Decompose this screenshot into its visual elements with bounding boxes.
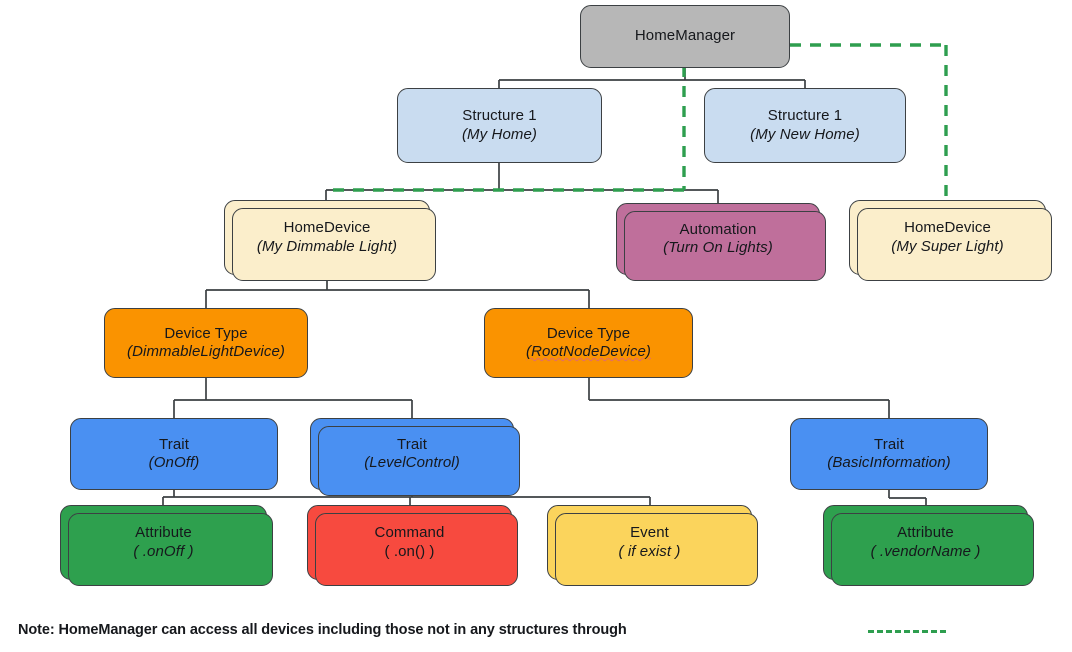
node-device-type-2[interactable]: Device Type(RootNodeDevice) (484, 308, 693, 378)
node-home-device-2[interactable]: HomeDevice(My Super Light) (849, 200, 1052, 281)
node-device-type-1-label: (DimmableLightDevice) (127, 343, 285, 360)
node-home-device-2-label: (My Super Light) (891, 237, 1004, 255)
node-trait-level-type: Trait (397, 435, 427, 453)
edge-structure1-children (325, 163, 719, 203)
node-device-type-1[interactable]: Device Type(DimmableLightDevice) (104, 308, 308, 378)
green-dashed-line-legend-icon (868, 630, 946, 633)
edge-homemanager-structures (498, 68, 806, 88)
node-trait-level[interactable]: Trait(LevelControl) (310, 418, 520, 496)
node-trait-basic[interactable]: Trait(BasicInformation) (790, 418, 988, 490)
node-trait-level-label: (LevelControl) (364, 454, 460, 471)
node-trait-onoff-type: Trait (159, 435, 189, 453)
node-automation-1[interactable]: Automation(Turn On Lights) (616, 203, 826, 281)
node-trait-basic-type: Trait (874, 435, 904, 453)
node-device-type-2-type: Device Type (546, 324, 631, 342)
node-home-manager-type: HomeManager (634, 27, 736, 45)
node-structure-1-type: Structure 1 (462, 107, 537, 125)
node-cmd-on-label: ( .on() ) (384, 542, 435, 560)
node-event-ifexist[interactable]: Event( if exist ) (547, 505, 758, 586)
node-home-device-1-label: (My Dimmable Light) (256, 237, 398, 255)
node-automation-1-label: (Turn On Lights) (663, 239, 773, 256)
node-trait-basic-label: (BasicInformation) (827, 454, 951, 471)
node-structure-2-type: Structure 1 (767, 107, 843, 125)
edge-traitonoff-attribute (162, 490, 175, 505)
node-structure-1-label: (My Home) (461, 125, 538, 143)
node-home-manager[interactable]: HomeManager (580, 5, 790, 68)
node-home-device-2-type: HomeDevice (904, 219, 991, 237)
node-attr-onoff-type: Attribute (135, 524, 192, 542)
node-home-device-1-type: HomeDevice (283, 219, 371, 237)
node-automation-1-type: Automation (679, 220, 757, 238)
node-attr-vendor-label: ( .vendorName ) (870, 542, 981, 560)
edge-traitbasic-attribute (888, 490, 927, 505)
node-event-ifexist-label: ( if exist ) (618, 542, 681, 560)
node-device-type-1-type: Device Type (164, 324, 248, 342)
node-trait-onoff[interactable]: Trait(OnOff) (70, 418, 278, 490)
node-structure-1[interactable]: Structure 1(My Home) (397, 88, 602, 163)
edge-devicetype1-traits (173, 378, 413, 418)
node-attr-onoff[interactable]: Attribute( .onOff ) (60, 505, 273, 586)
node-cmd-on-type: Command (374, 524, 445, 542)
node-structure-2[interactable]: Structure 1(My New Home) (704, 88, 906, 163)
node-device-type-2-label: (RootNodeDevice) (526, 343, 651, 360)
node-home-device-1[interactable]: HomeDevice(My Dimmable Light) (224, 200, 436, 281)
node-structure-2-label: (My New Home) (750, 125, 860, 143)
node-attr-onoff-label: ( .onOff ) (133, 542, 194, 560)
node-event-ifexist-type: Event (630, 524, 669, 542)
node-attr-vendor[interactable]: Attribute( .vendorName ) (823, 505, 1034, 586)
node-trait-onoff-label: (OnOff) (148, 454, 200, 471)
edge-devicetype2-trait (588, 378, 890, 418)
node-cmd-on[interactable]: Command( .on() ) (307, 505, 518, 586)
node-attr-vendor-type: Attribute (897, 524, 954, 542)
diagram-note: Note: HomeManager can access all devices… (18, 622, 627, 638)
